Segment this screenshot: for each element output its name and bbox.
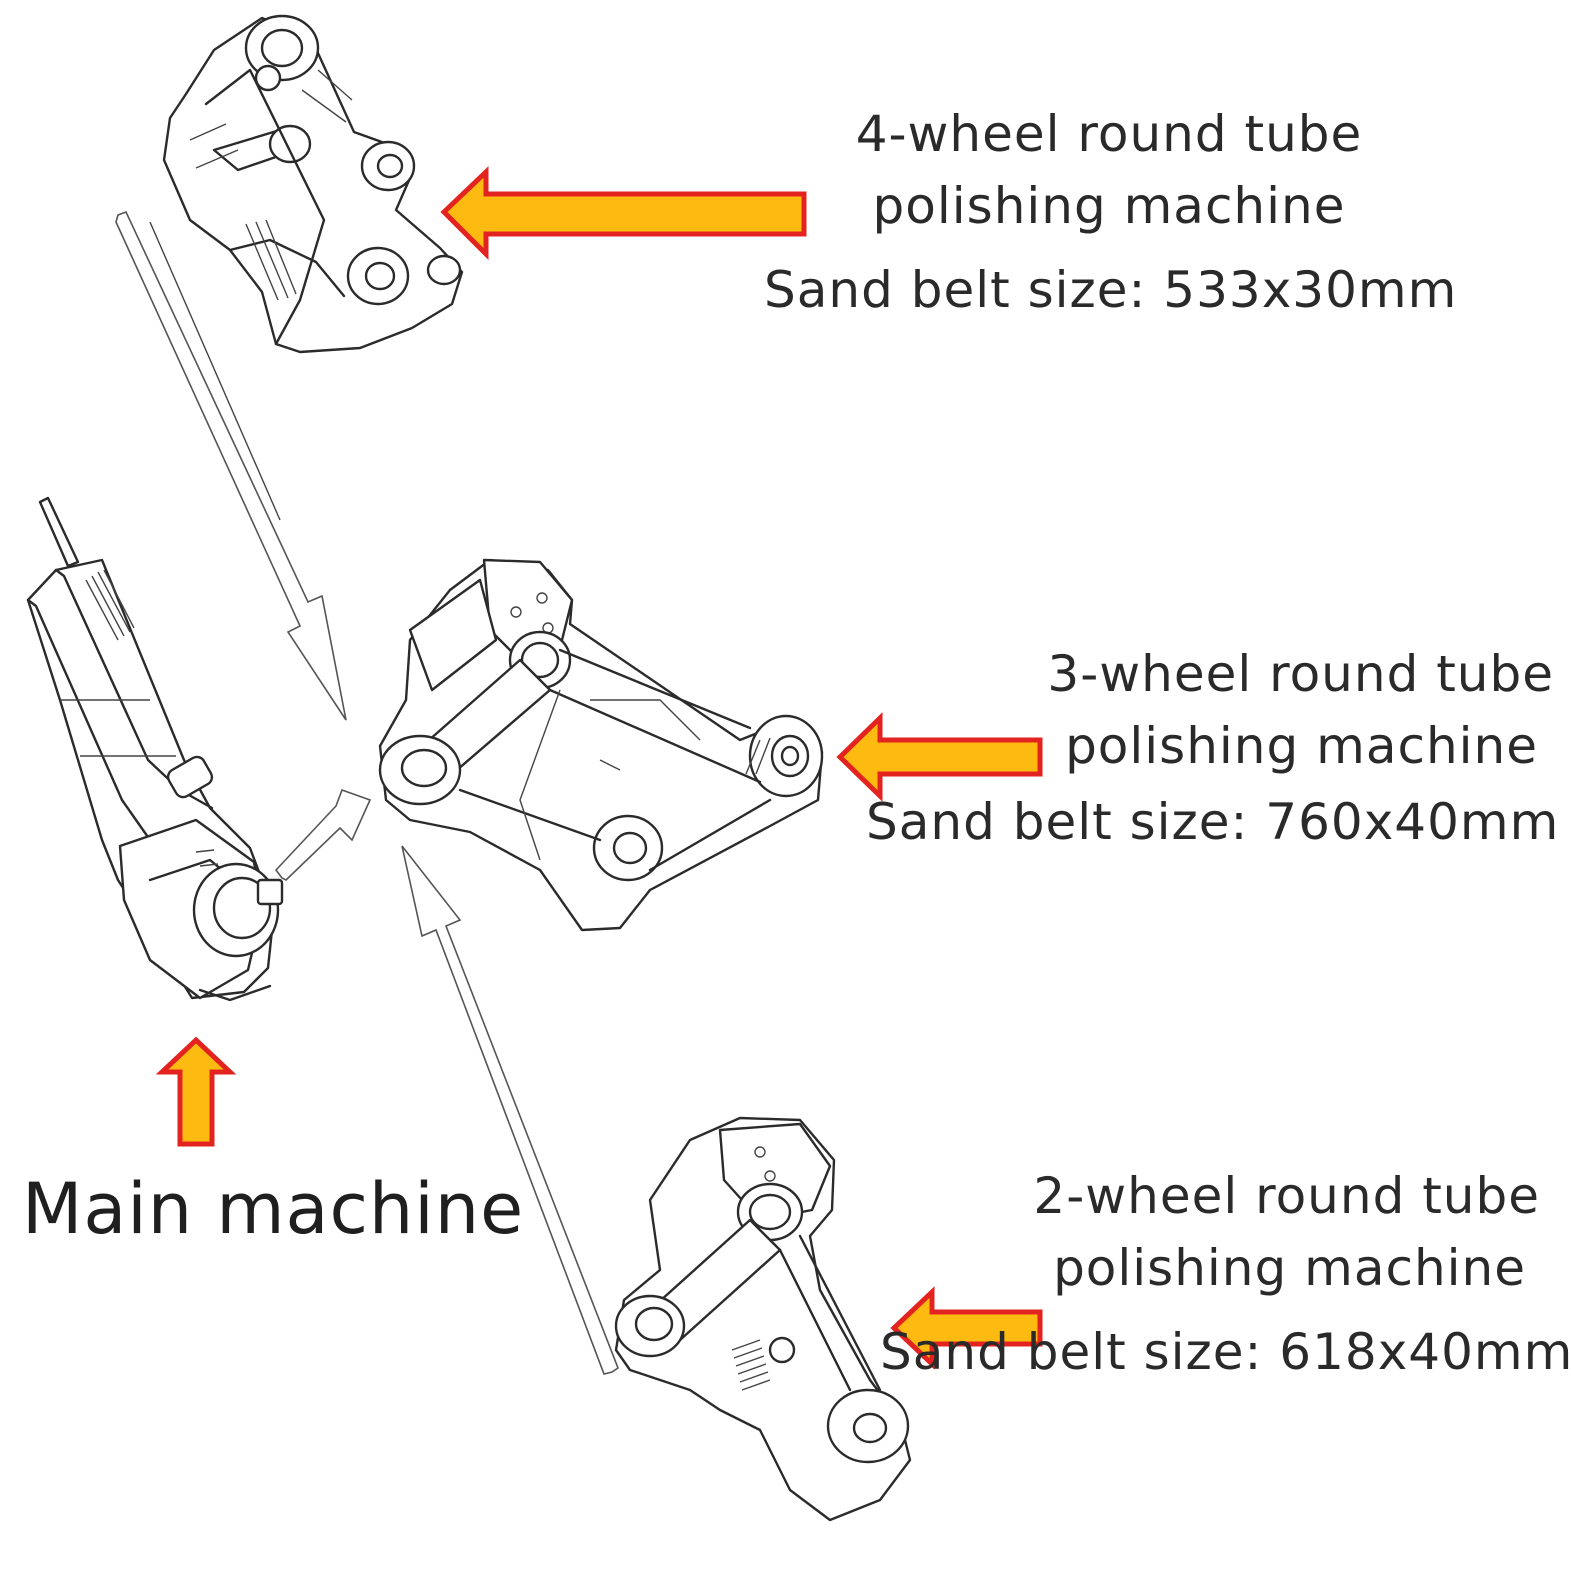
four-wheel-attachment-icon	[162, 14, 464, 354]
three-wheel-belt-size: Sand belt size: 760x40mm	[866, 793, 1560, 851]
pointer-arrow-icon	[836, 712, 1043, 802]
main-machine-label: Main machine	[22, 1168, 525, 1250]
pointer-arrow-icon	[155, 1036, 237, 1147]
guide-arrow-icon	[115, 210, 619, 1375]
two-wheel-belt-size: Sand belt size: 618x40mm	[880, 1323, 1571, 1381]
two-wheel-title-line2: polishing machine	[1053, 1239, 1526, 1297]
two-wheel-label: 2-wheel round tube polishing machine San…	[880, 1160, 1571, 1382]
three-wheel-attachment-icon	[378, 558, 824, 932]
three-wheel-label: 3-wheel round tube polishing machine San…	[866, 638, 1570, 852]
four-wheel-title-line2: polishing machine	[872, 177, 1346, 235]
three-wheel-title-line2: polishing machine	[1065, 717, 1538, 775]
two-wheel-title-line1: 2-wheel round tube	[1033, 1167, 1540, 1225]
four-wheel-title-line1: 4-wheel round tube	[855, 105, 1363, 163]
four-wheel-belt-size: Sand belt size: 533x30mm	[764, 261, 1458, 319]
pointer-arrow-icon	[440, 166, 807, 261]
four-wheel-label: 4-wheel round tube polishing machine San…	[764, 98, 1458, 320]
pointer-arrow-icon	[890, 1286, 1043, 1370]
two-wheel-attachment-icon	[614, 1116, 912, 1522]
angle-grinder-icon	[26, 496, 284, 1002]
three-wheel-title-line1: 3-wheel round tube	[1047, 645, 1554, 703]
